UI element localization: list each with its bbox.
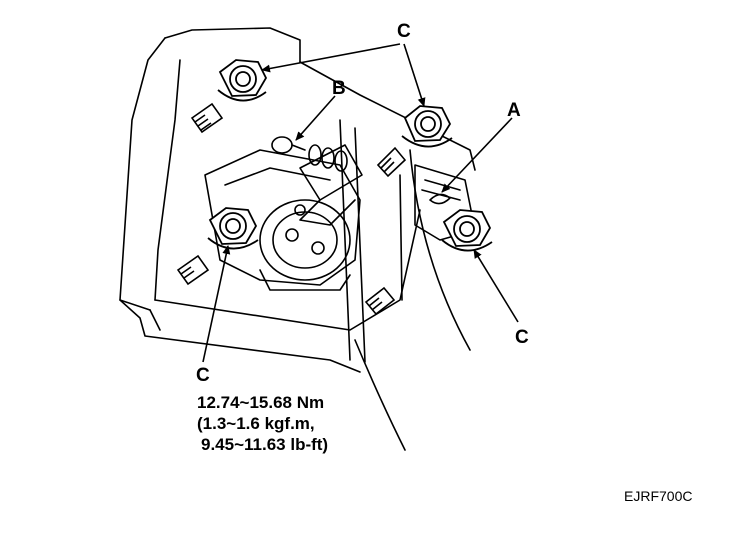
central-boss (259, 199, 351, 281)
stud-bottom (364, 286, 396, 316)
nut-right (441, 209, 493, 252)
leader-a (441, 117, 513, 193)
stud-top-left (190, 102, 224, 134)
torque-spec-line3: 9.45~11.63 lb-ft) (201, 435, 329, 454)
leader-b (295, 95, 336, 141)
callout-c-top: C (397, 21, 411, 42)
callout-b: B (332, 78, 346, 99)
leader-c-top-left (261, 43, 401, 73)
torque-spec-line2: (1.3~1.6 kgf.m, (197, 414, 315, 433)
o-ring (271, 136, 293, 154)
leader-c-top-right (403, 43, 426, 107)
stud-left (176, 254, 210, 286)
flange-plate (204, 149, 361, 286)
leader-c-left (202, 245, 231, 363)
stud-middle (376, 146, 407, 178)
torque-spec: 12.74~15.68 Nm (1.3~1.6 kgf.m, 9.45~11.6… (197, 392, 328, 455)
torque-spec-line1: 12.74~15.68 Nm (197, 393, 325, 412)
callout-c-right: C (515, 327, 529, 348)
callout-c-left: C (196, 365, 210, 386)
leader-c-right (473, 249, 519, 323)
figure-code: EJRF700C (624, 488, 693, 504)
callout-a: A (507, 100, 521, 121)
solenoid-body (299, 144, 363, 201)
housing-outline (164, 27, 301, 63)
nut-left (207, 207, 259, 250)
nut-top-left (217, 59, 268, 102)
nut-top-right (401, 105, 453, 148)
hose-line (354, 339, 406, 451)
